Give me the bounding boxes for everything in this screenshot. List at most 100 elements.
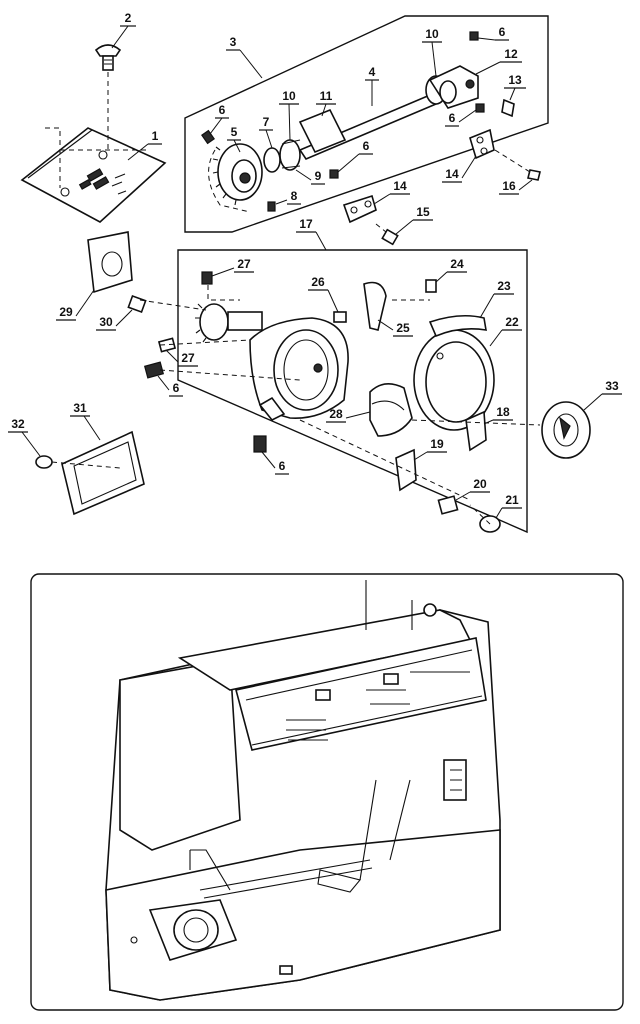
svg-text:26: 26 — [311, 275, 325, 289]
needle-plate-screw — [94, 44, 122, 71]
svg-text:5: 5 — [231, 125, 238, 139]
callout-24: 24 — [435, 257, 467, 283]
lever-25 — [363, 281, 387, 331]
svg-text:15: 15 — [416, 205, 430, 219]
sewing-machine — [105, 580, 501, 1001]
svg-text:12: 12 — [504, 47, 518, 61]
svg-text:23: 23 — [497, 279, 511, 293]
hook-28 — [369, 383, 413, 437]
svg-text:6: 6 — [279, 459, 286, 473]
callout-10b: 10 — [279, 89, 299, 141]
lower-shaft-gear — [208, 143, 263, 213]
svg-text:14: 14 — [393, 179, 407, 193]
callout-29: 29 — [56, 289, 95, 321]
callout-22: 22 — [489, 315, 522, 347]
callout-7: 7 — [259, 115, 273, 149]
svg-text:4: 4 — [369, 65, 376, 79]
callout-16: 16 — [499, 179, 533, 195]
machine-view-frame — [30, 573, 624, 1011]
bracket-29 — [87, 231, 133, 294]
callout-9: 9 — [295, 169, 325, 185]
svg-text:14: 14 — [445, 167, 459, 181]
callout-32: 32 — [8, 417, 41, 457]
callout-6a: 6 — [477, 25, 509, 41]
svg-text:19: 19 — [430, 437, 444, 451]
svg-text:24: 24 — [450, 257, 464, 271]
lower-shaft — [298, 65, 479, 160]
svg-text:32: 32 — [11, 417, 25, 431]
svg-text:22: 22 — [505, 315, 519, 329]
svg-text:8: 8 — [291, 189, 298, 203]
callout-31: 31 — [70, 401, 101, 441]
callout-6b: 6 — [445, 109, 477, 127]
lower-shaft-bushing — [263, 139, 301, 173]
callout-6d: 6 — [337, 139, 373, 173]
callout-20: 20 — [455, 477, 490, 501]
svg-text:29: 29 — [59, 305, 73, 319]
svg-text:10: 10 — [282, 89, 296, 103]
svg-text:30: 30 — [99, 315, 113, 329]
setscrews-6 — [201, 31, 485, 212]
callout-14b: 14 — [373, 179, 410, 205]
callout-13: 13 — [504, 73, 526, 101]
hook-shaft-group-frame — [184, 15, 549, 233]
callout-17: 17 — [296, 217, 327, 251]
svg-text:27: 27 — [181, 351, 195, 365]
callout-12: 12 — [475, 47, 522, 75]
callout-6c: 6 — [209, 103, 229, 135]
callout-19: 19 — [413, 437, 447, 461]
callout-11: 11 — [316, 89, 336, 117]
hook-drive-gear — [195, 303, 263, 343]
svg-text:27: 27 — [237, 257, 251, 271]
callout-18: 18 — [483, 405, 513, 425]
callout-4: 4 — [365, 65, 379, 106]
callout-27a: 27 — [211, 257, 254, 277]
hook-race-body — [249, 317, 349, 422]
svg-text:2: 2 — [125, 11, 132, 25]
svg-text:3: 3 — [230, 35, 237, 49]
rotary-hook-group-frame — [177, 249, 528, 534]
svg-text:6: 6 — [363, 139, 370, 153]
svg-text:7: 7 — [263, 115, 270, 129]
rotary-guide-lines — [51, 285, 541, 525]
callout-1: 1 — [127, 129, 162, 161]
callout-3: 3 — [226, 35, 263, 79]
callout-21: 21 — [495, 493, 522, 519]
svg-text:6: 6 — [499, 25, 506, 39]
callout-25: 25 — [377, 319, 413, 337]
svg-text:16: 16 — [502, 179, 516, 193]
callout-5: 5 — [227, 125, 241, 153]
cover-plate-31 — [61, 430, 145, 516]
svg-text:28: 28 — [329, 407, 343, 421]
callout-33: 33 — [583, 379, 622, 411]
svg-text:18: 18 — [496, 405, 510, 419]
svg-text:25: 25 — [396, 321, 410, 335]
callout-labels: 2 1 3 4 10 6 12 13 6 6 5 7 10 11 9 6 8 1… — [8, 11, 622, 519]
hook-race-ring — [413, 329, 495, 431]
svg-text:6: 6 — [173, 381, 180, 395]
svg-text:17: 17 — [299, 217, 313, 231]
callout-10a: 10 — [422, 27, 442, 77]
callout-27b: 27 — [165, 349, 198, 367]
screw-13 — [501, 98, 515, 118]
svg-text:33: 33 — [605, 379, 619, 393]
svg-text:11: 11 — [320, 89, 333, 103]
svg-text:6: 6 — [449, 111, 456, 125]
callout-23: 23 — [479, 279, 514, 319]
svg-text:21: 21 — [505, 493, 519, 507]
svg-text:1: 1 — [152, 129, 159, 143]
needle-plate — [20, 127, 167, 223]
svg-text:6: 6 — [219, 103, 226, 117]
link-plates-14 — [342, 128, 495, 224]
svg-text:10: 10 — [425, 27, 439, 41]
callout-14a: 14 — [442, 155, 477, 183]
svg-text:13: 13 — [508, 73, 522, 87]
callout-15: 15 — [395, 205, 433, 235]
screws-15-16 — [375, 149, 541, 246]
callout-30: 30 — [96, 309, 133, 331]
svg-text:20: 20 — [473, 477, 487, 491]
callout-2: 2 — [111, 11, 136, 49]
callout-28: 28 — [326, 407, 371, 423]
bobbin-case-33 — [541, 401, 591, 459]
